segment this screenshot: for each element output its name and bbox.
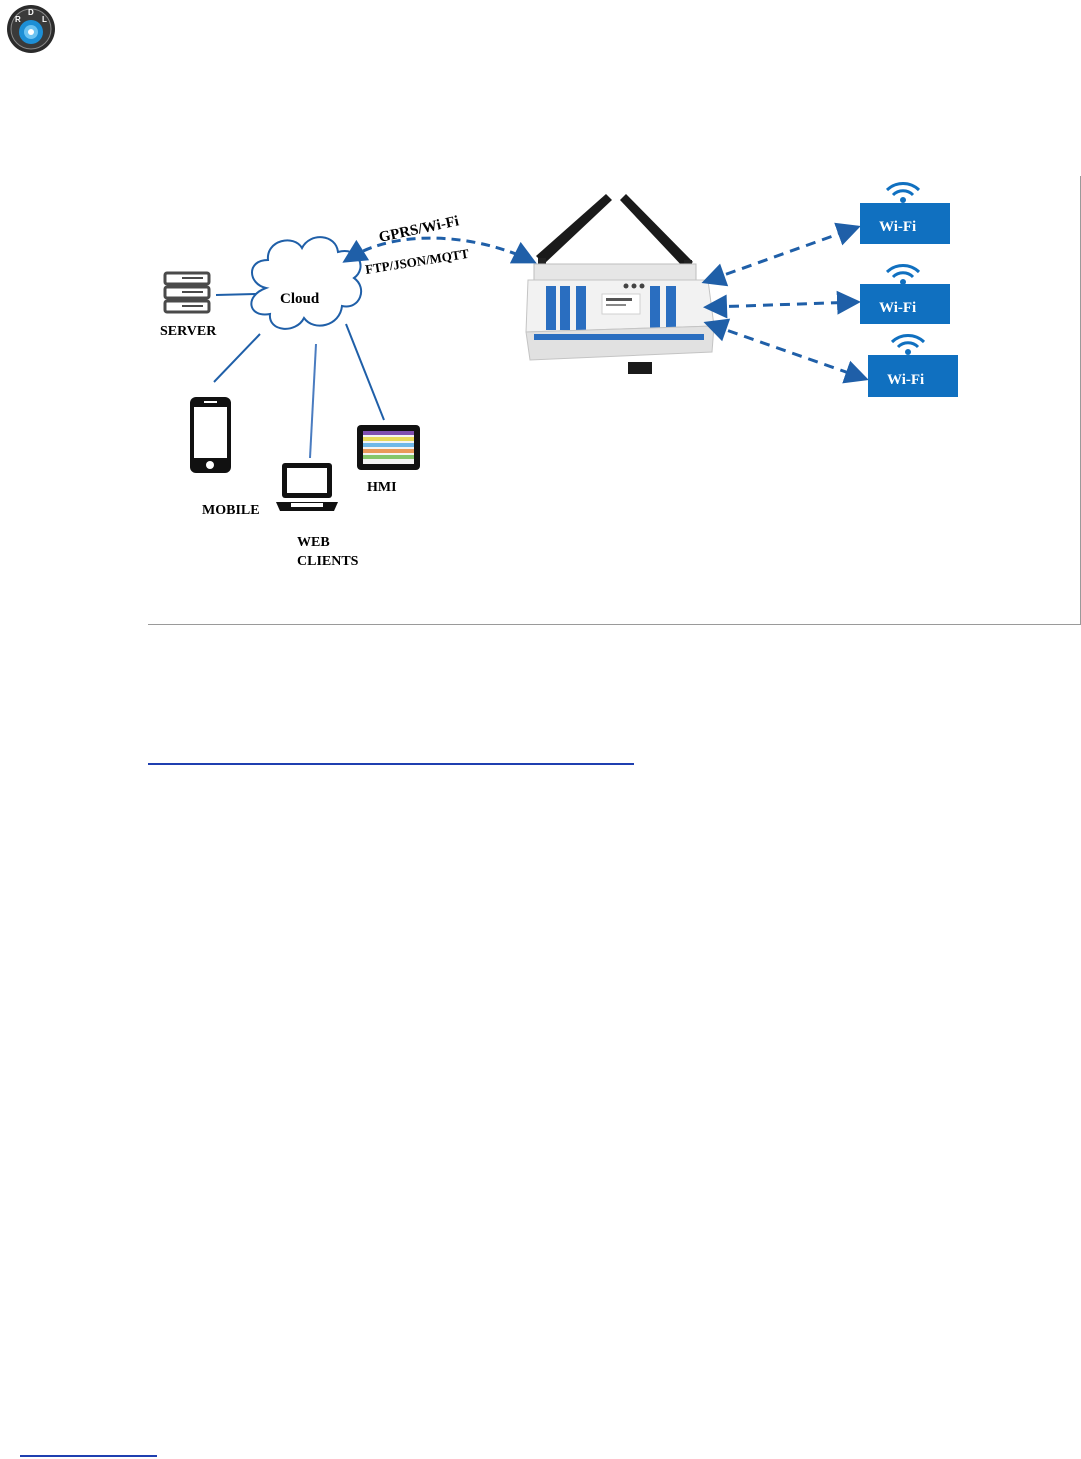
wifi-signal-icon [887, 184, 919, 203]
cloud-label: Cloud [280, 291, 320, 307]
logo-letter-d: D [28, 8, 34, 17]
server-icon [165, 273, 209, 312]
hmi-link-line [346, 324, 384, 420]
server-link-line [216, 294, 256, 295]
mobile-label: MOBILE [202, 503, 260, 518]
footnote-underline[interactable] [20, 1455, 157, 1457]
mobile-link-line [214, 334, 260, 382]
link-underline[interactable] [148, 763, 634, 765]
logo-letter-l: L [42, 15, 47, 24]
wifi-link-arrow-3 [712, 325, 866, 379]
wifi-node-label: Wi-Fi [887, 372, 924, 388]
wifi-node-label: Wi-Fi [879, 219, 916, 235]
web-clients-label-line2: CLIENTS [297, 554, 359, 569]
rdl-logo: R D L [6, 4, 56, 54]
protocol-label-ftp-json-mqtt: FTP/JSON/MQTT [364, 246, 470, 277]
antenna-right-icon [620, 194, 693, 268]
wifi-node-label: Wi-Fi [879, 300, 916, 316]
hmi-tablet-icon [357, 425, 420, 470]
network-diagram-frame: Cloud SERVER MOBILE WEB CLIENTS [148, 176, 1081, 625]
industrial-datalogger-device [526, 194, 714, 374]
web-clients-label-line1: WEB [297, 535, 330, 550]
logo-letter-r: R [15, 15, 21, 24]
wifi-link-arrow-1 [710, 227, 858, 280]
mobile-phone-icon [190, 397, 231, 473]
protocol-label-gprs-wifi: GPRS/Wi-Fi [378, 213, 461, 246]
network-diagram: Cloud SERVER MOBILE WEB CLIENTS [148, 176, 1080, 624]
server-label: SERVER [160, 324, 217, 339]
wifi-signal-icon [892, 336, 924, 355]
web-clients-link-line [310, 344, 316, 458]
cloud-icon [251, 237, 361, 329]
wifi-signal-icon [887, 266, 919, 285]
wifi-link-arrow-2 [712, 302, 858, 307]
antenna-left-icon [536, 194, 612, 264]
hmi-label: HMI [367, 480, 397, 495]
laptop-icon [276, 463, 338, 511]
